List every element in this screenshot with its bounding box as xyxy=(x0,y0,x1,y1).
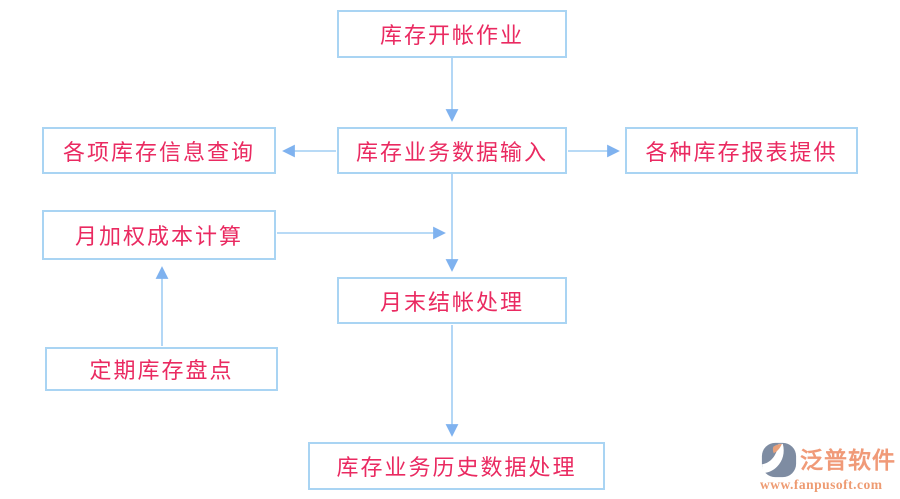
node-month-end-closing: 月末结帐处理 xyxy=(337,277,567,324)
node-periodic-stocktake: 定期库存盘点 xyxy=(45,347,278,391)
fanpu-logo-url: www.fanpusoft.com xyxy=(760,477,883,492)
node-business-data-input: 库存业务数据输入 xyxy=(337,127,567,174)
fanpu-logo-icon xyxy=(761,442,797,478)
node-weighted-cost-calc: 月加权成本计算 xyxy=(42,210,276,260)
node-inventory-info-query: 各项库存信息查询 xyxy=(42,127,276,174)
node-inventory-opening: 库存开帐作业 xyxy=(337,10,567,58)
node-inventory-reports: 各种库存报表提供 xyxy=(625,127,858,174)
fanpu-logo: 泛普软件 www.fanpusoft.com xyxy=(760,441,895,493)
fanpu-logo-title: 泛普软件 xyxy=(800,446,896,473)
node-history-data-processing: 库存业务历史数据处理 xyxy=(308,442,605,490)
